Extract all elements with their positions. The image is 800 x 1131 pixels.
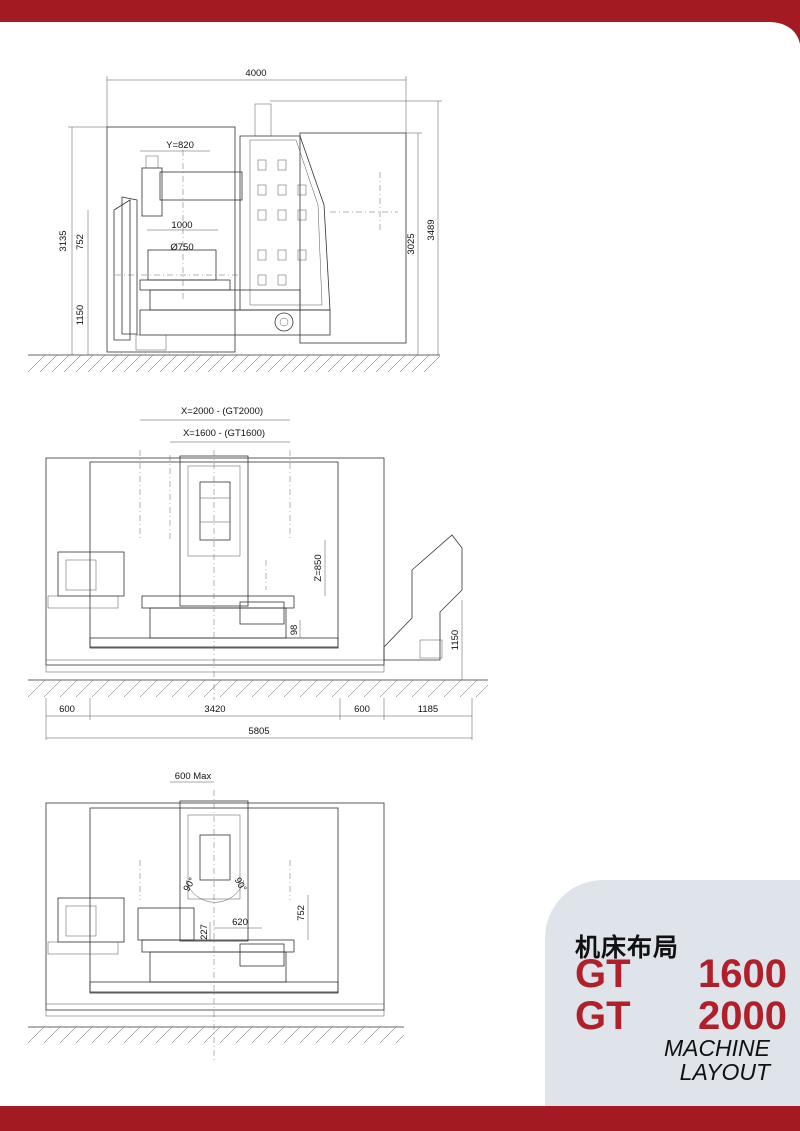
dim-angle-right: 90°: [232, 876, 249, 894]
bottom-brand-band: [0, 1106, 800, 1131]
dim-3025: 3025: [406, 233, 417, 254]
dim-table-width: 1000: [171, 220, 192, 231]
dim-table-diameter: Ø750: [170, 242, 193, 253]
dim-620: 620: [232, 917, 248, 928]
rotary-view: 600 Max 90° 90° 752 227 620: [27, 771, 405, 1060]
dim-bottom-1185: 1185: [418, 704, 438, 715]
dim-overall-width: 4000: [245, 68, 266, 79]
front-view: X=2000 - (GT2000) X=1600 - (GT1600) Z=85…: [27, 406, 489, 740]
side-view: 4000 Y=820 1000 Ø750 3135 752 1150 3025 …: [27, 68, 442, 373]
dim-3135: 3135: [58, 230, 69, 251]
dim-front-1150: 1150: [450, 630, 461, 650]
dim-bottom-right-600: 600: [354, 704, 370, 715]
dim-bottom-3420: 3420: [204, 704, 225, 715]
model-prefix: GT: [575, 952, 631, 996]
dim-y-travel: Y=820: [166, 140, 194, 151]
title-chinese: 机床布局: [575, 933, 680, 962]
dim-side-1150: 1150: [75, 305, 86, 325]
dim-600-max: 600 Max: [175, 771, 212, 782]
dim-x-gt1600: X=1600 - (GT1600): [183, 428, 265, 439]
model-number: 1600: [698, 952, 787, 996]
dim-bottom-left-600: 600: [59, 704, 75, 715]
dim-3489: 3489: [426, 219, 437, 240]
model-gt1600: GT 1600: [575, 954, 787, 994]
model-prefix: GT: [575, 994, 631, 1038]
dim-227: 227: [199, 924, 210, 940]
dim-752: 752: [75, 234, 86, 250]
model-number: 2000: [698, 994, 787, 1038]
title-panel: [545, 880, 800, 1120]
dim-rotary-752: 752: [296, 905, 307, 921]
subtitle-machine: MACHINE: [663, 1035, 770, 1061]
dim-angle-left: 90°: [181, 876, 198, 894]
dim-98: 98: [289, 625, 300, 636]
dim-bottom-overall-5805: 5805: [248, 726, 269, 737]
dim-x-gt2000: X=2000 - (GT2000): [181, 406, 263, 417]
top-brand-band: [0, 0, 800, 44]
model-gt2000: GT 2000: [575, 996, 787, 1036]
dim-z-travel: Z=850: [313, 554, 324, 581]
subtitle-layout: LAYOUT: [679, 1059, 770, 1085]
